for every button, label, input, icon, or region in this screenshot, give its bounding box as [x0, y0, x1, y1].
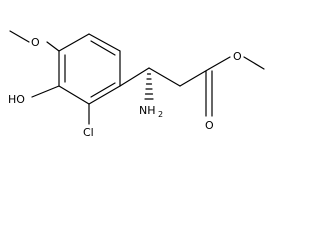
methoxy-methyl-bond — [9, 30, 30, 43]
methoxy-oxygen-label: O — [31, 36, 40, 49]
amine-subscript-label: 2 — [158, 110, 163, 119]
amine-label: NH — [139, 104, 156, 117]
ring-to-chiral-bond — [119, 67, 150, 87]
hydroxyl-bond — [31, 85, 60, 98]
carbonyl-to-ester-o-bond — [208, 56, 231, 70]
chiral-to-ch2-bond — [148, 67, 181, 87]
benzene-ring — [58, 33, 121, 105]
ester-oxygen-label: O — [233, 50, 242, 63]
hashed-wedge-bond — [144, 73, 154, 100]
chemical-structure: O HO Cl NH 2 O O — [8, 30, 265, 139]
hydroxyl-label: HO — [8, 93, 25, 106]
ch2-to-carbonyl-bond — [179, 68, 210, 87]
methoxy-o-ring-bond — [46, 41, 60, 52]
ester-methyl-bond — [243, 56, 265, 70]
carbonyl-oxygen-label: O — [205, 119, 214, 132]
chlorine-label: Cl — [83, 126, 94, 139]
